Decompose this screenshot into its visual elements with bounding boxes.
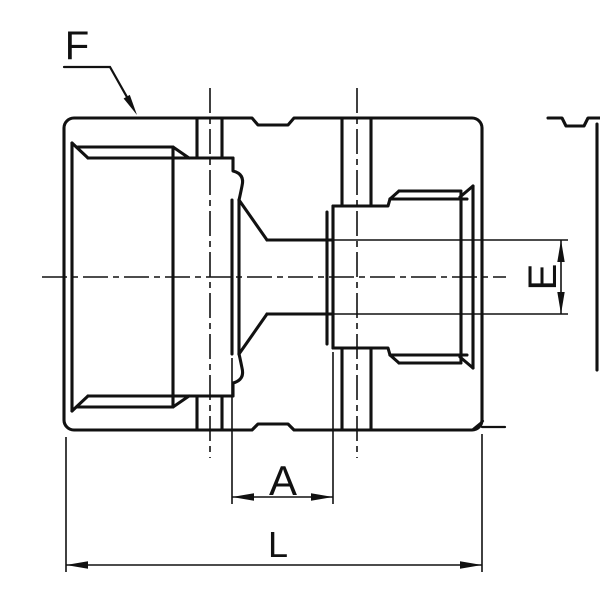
right-chamfer-top (458, 184, 475, 199)
adjacent-figure-fragment (546, 116, 600, 372)
dimension-L: L (65, 434, 483, 572)
arrowhead-right (311, 493, 333, 501)
dimension-label-f: F (65, 24, 89, 68)
cone-top (237, 198, 269, 242)
arrowhead-right (460, 561, 482, 569)
right-chamfer-bottom (458, 355, 475, 370)
cross-hole-right (340, 116, 373, 432)
leader-arrowhead (123, 94, 137, 115)
body-outline (62, 116, 507, 432)
arrowhead-left (232, 493, 254, 501)
dimension-label-a: A (269, 457, 297, 504)
dimension-E: E (333, 239, 568, 315)
arrowhead-left (66, 561, 88, 569)
dimension-label-e: E (521, 264, 565, 291)
left-chamfer-top (70, 141, 90, 160)
centerlines (42, 88, 506, 458)
arrowhead-up (557, 240, 565, 262)
dimension-label-l: L (268, 524, 288, 565)
leader-line (62, 65, 134, 108)
drill-line-top (331, 197, 392, 208)
left-chamfer-bottom (70, 394, 90, 413)
drill-line-bottom (331, 346, 392, 357)
cone-bottom (237, 312, 269, 356)
corner-tick (470, 419, 485, 432)
arrowhead-down (557, 292, 565, 314)
dimension-A: A (231, 352, 334, 504)
cross-hole-left (195, 116, 224, 432)
label-F-leader: F (62, 24, 137, 115)
